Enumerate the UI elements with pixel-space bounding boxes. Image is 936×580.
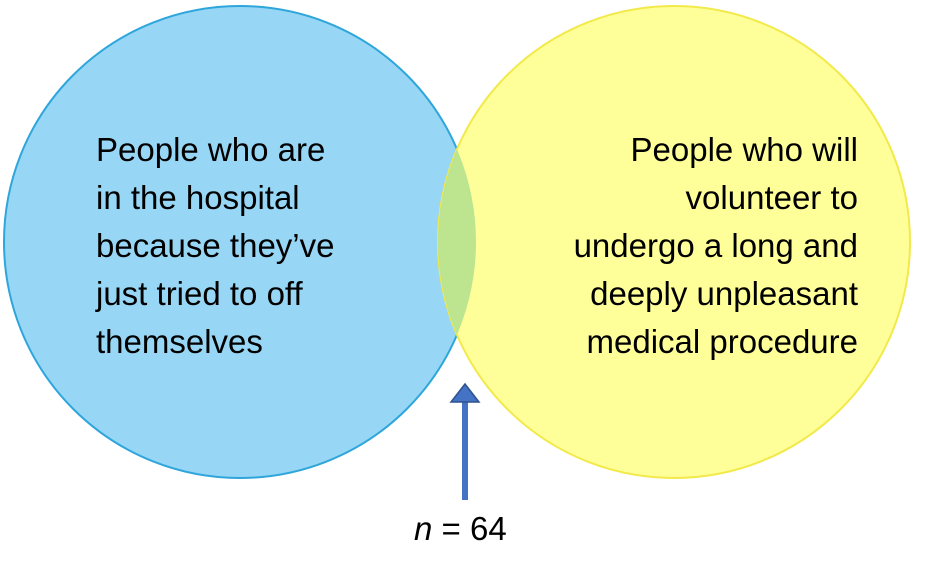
left-set-label-line: just tried to off [96, 275, 303, 312]
left-set-label-line: because they’ve [96, 227, 335, 264]
left-set-label-line: People who are [96, 131, 326, 168]
right-set-label-line: People who will [630, 131, 858, 168]
sample-size-value: 64 [469, 510, 507, 547]
right-set-label-line: deeply unpleasant [590, 275, 858, 312]
sample-size-variable: n [414, 510, 433, 547]
up-arrow-icon [449, 382, 481, 500]
right-set-label: People who will volunteer to undergo a l… [574, 126, 858, 366]
right-set-label-line: undergo a long and [573, 227, 858, 264]
left-set-label: People who are in the hospital because t… [96, 126, 335, 366]
left-set-label-line: in the hospital [96, 179, 300, 216]
sample-size-operator: = [441, 510, 461, 547]
left-set-label-line: themselves [96, 323, 263, 360]
sample-size-label: n = 64 [414, 509, 507, 549]
right-set-label-line: volunteer to [685, 179, 858, 216]
right-set-label-line: medical procedure [586, 323, 858, 360]
